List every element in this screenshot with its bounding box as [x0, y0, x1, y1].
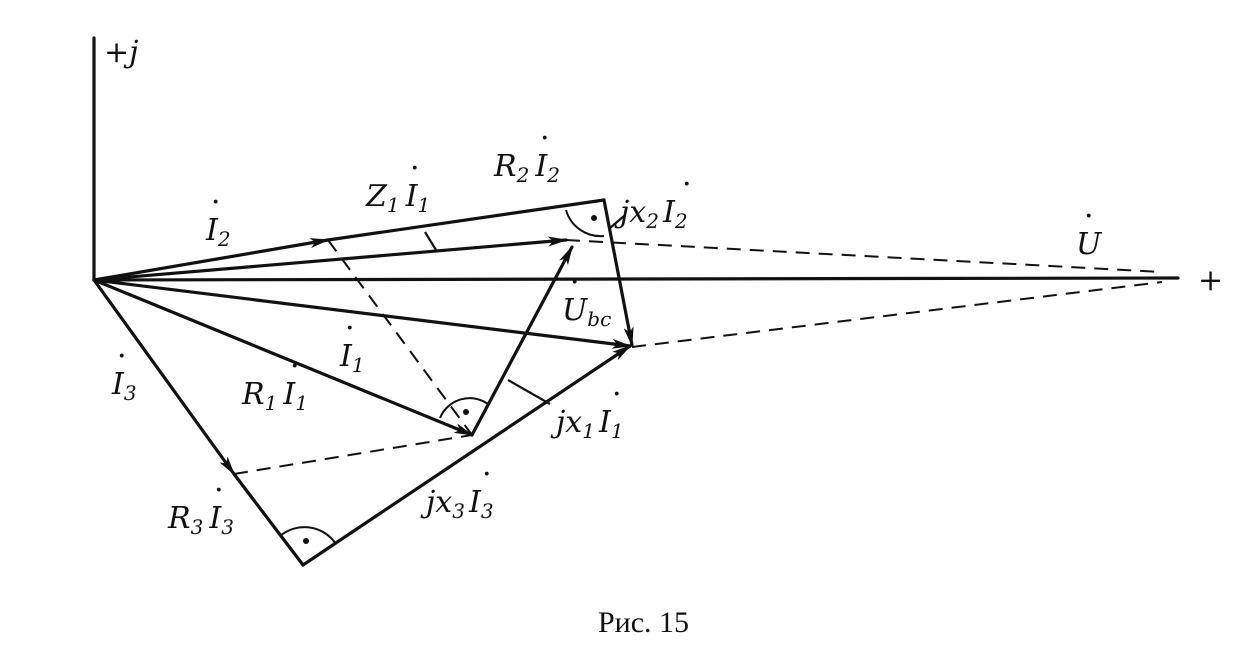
label-Ubc: Ubc: [562, 293, 611, 331]
dot-R2I2: ·: [540, 121, 550, 156]
right-angle-dot-R1: [463, 409, 469, 415]
label-I1: I1: [339, 339, 365, 377]
dot-Ubc: ·: [570, 265, 580, 300]
dot-jx1I1: ·: [612, 377, 622, 412]
dot-I1: ·: [345, 311, 355, 346]
leader-jx2I2: [609, 215, 625, 229]
dashed-I2-tip-to-U: [565, 239, 1163, 273]
dot-U: ·: [1084, 199, 1094, 234]
dot-R1I1: ·: [290, 349, 300, 384]
vector-I2-continuation: [326, 198, 606, 242]
vector-I3: [92, 278, 236, 476]
right-angle-arc-R2: [565, 209, 605, 238]
right-angle-arc-R3: [279, 526, 337, 545]
dot-Z1I1: ·: [410, 151, 420, 186]
right-angle-dot-R3: [303, 538, 309, 544]
label-imag-axis: +j: [104, 35, 138, 70]
vector-jx1I1: [470, 245, 574, 437]
label-U: U: [1076, 227, 1103, 262]
dot-jx2I2: ·: [682, 167, 692, 202]
dot-jx3I3: ·: [482, 457, 492, 492]
dot-R3I3: ·: [214, 473, 224, 508]
label-I2: I2: [205, 213, 231, 251]
real-axis: [92, 276, 1180, 282]
leader-Z1I1: [424, 231, 437, 251]
right-angle-dot-R2: [591, 215, 597, 221]
vector-I2: [92, 238, 330, 282]
right-angle-arc-R1: [439, 397, 489, 419]
vector-jx2I2: [602, 198, 634, 347]
dashed-I2-to-I1: [327, 239, 473, 436]
dashed-Ubc-to-U: [631, 281, 1163, 348]
dot-I2: ·: [211, 185, 221, 220]
leader-jx1I1: [507, 379, 551, 405]
dashed-I3-to-I1: [233, 434, 473, 475]
vector-Ubc: [92, 278, 632, 349]
label-I3: I3: [111, 367, 137, 405]
label-real-axis: +: [1198, 263, 1223, 298]
vector-R3I3: [232, 472, 305, 567]
vector-I1: [92, 278, 474, 437]
figure-caption: Рис. 15: [598, 606, 689, 639]
vector-Z1I1: [92, 236, 568, 282]
vector-jx3I3: [301, 344, 632, 567]
dot-I3: ·: [117, 339, 127, 374]
